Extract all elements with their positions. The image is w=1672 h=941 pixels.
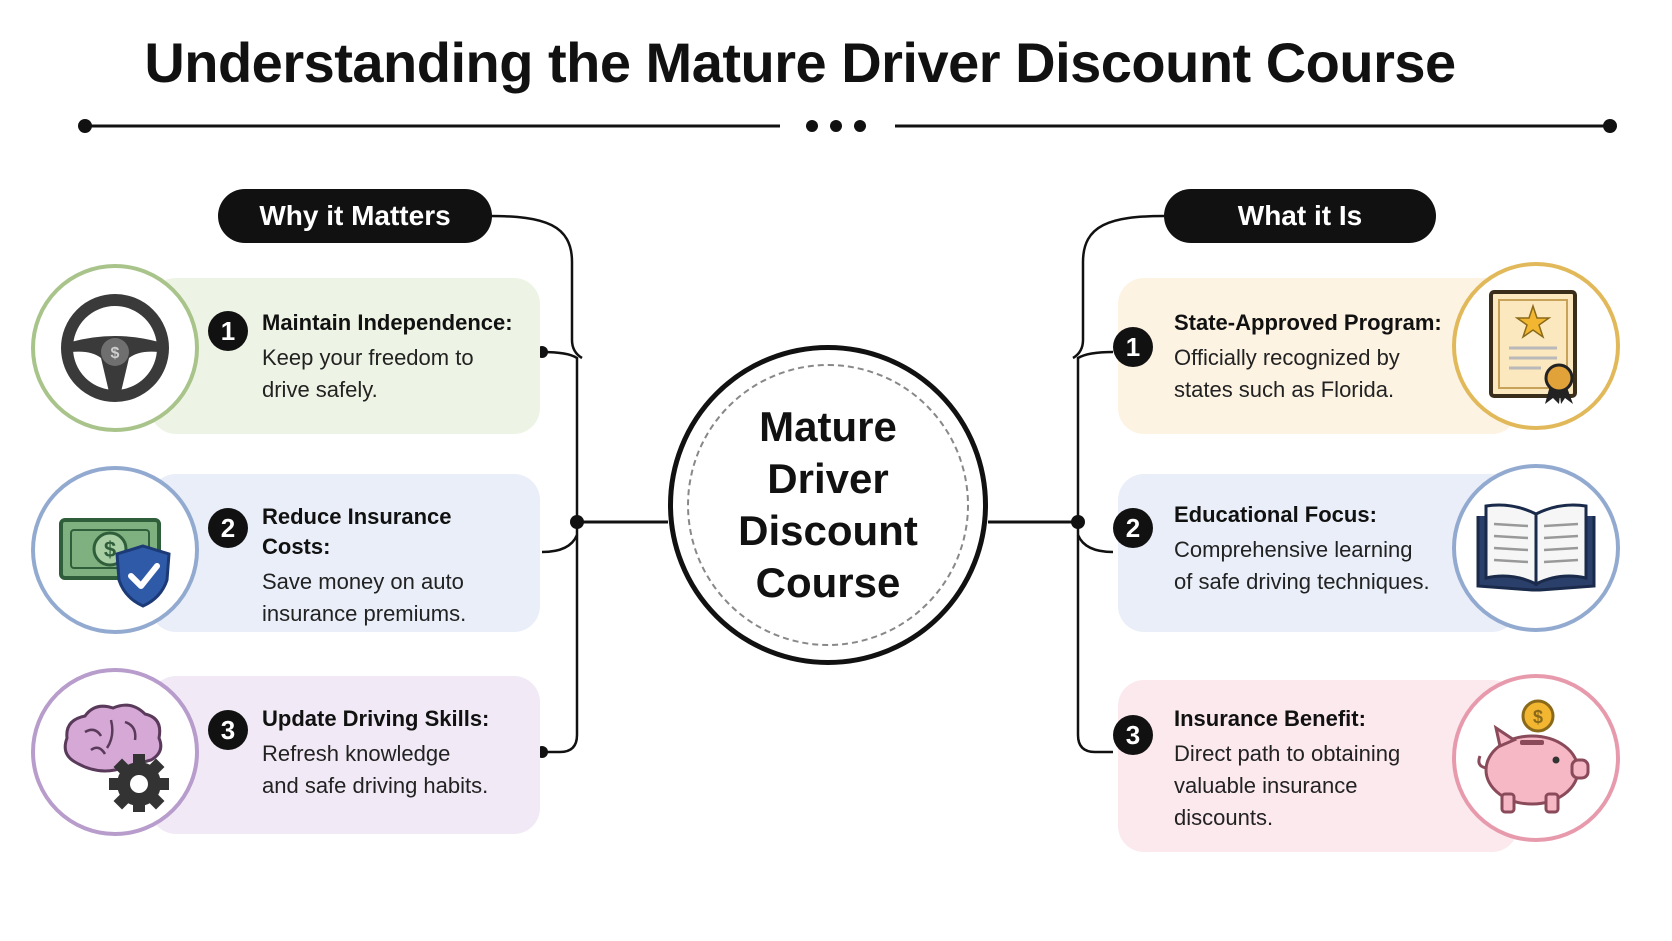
page-title: Understanding the Mature Driver Discount… [144, 31, 1456, 94]
right-card-2-description: Comprehensive learning of safe driving t… [1174, 537, 1430, 594]
left-card-2-title: Reduce Insurance Costs: [262, 504, 452, 559]
steering-wheel-icon: $ [31, 264, 199, 432]
certificate-icon [1452, 262, 1620, 430]
center-topic-circle: Mature Driver Discount Course [668, 345, 988, 665]
left-number-3: 3 [208, 710, 248, 750]
svg-text:$: $ [111, 345, 120, 362]
right-card-3: Insurance Benefit: Direct path to obtain… [1118, 680, 1518, 852]
left-card-2: Reduce Insurance Costs: Save money on au… [150, 474, 540, 632]
money-shield-icon: $ [31, 466, 199, 634]
right-card-3-title: Insurance Benefit: [1174, 706, 1366, 731]
right-card-2: Educational Focus: Comprehensive learnin… [1118, 474, 1518, 632]
brain-gear-icon [31, 668, 199, 836]
right-number-2: 2 [1113, 508, 1153, 548]
svg-text:$: $ [1533, 707, 1543, 727]
left-card-1-title: Maintain Independence: [262, 310, 513, 335]
left-number-1: 1 [208, 311, 248, 351]
right-card-1: State-Approved Program: Officially recog… [1118, 278, 1518, 434]
what-it-is-heading: What it Is [1164, 189, 1436, 243]
svg-text:$: $ [104, 537, 116, 562]
center-topic-label: Mature Driver Discount Course [738, 403, 918, 606]
left-card-3-description: Refresh knowledge and safe driving habit… [262, 741, 489, 798]
right-card-2-title: Educational Focus: [1174, 502, 1377, 527]
why-it-matters-heading: Why it Matters [218, 189, 492, 243]
left-card-2-description: Save money on auto insurance premiums. [262, 569, 467, 626]
right-card-1-description: Officially recognized by states such as … [1174, 345, 1400, 402]
left-card-1: Maintain Independence: Keep your freedom… [150, 278, 540, 434]
right-number-1: 1 [1113, 327, 1153, 367]
left-card-1-description: Keep your freedom to drive safely. [262, 345, 474, 402]
right-number-3: 3 [1113, 715, 1153, 755]
open-book-icon [1452, 464, 1620, 632]
left-number-2: 2 [208, 508, 248, 548]
right-card-1-title: State-Approved Program: [1174, 310, 1442, 335]
right-card-3-description: Direct path to obtaining valuable insura… [1174, 741, 1401, 830]
piggy-bank-icon: $ [1452, 674, 1620, 842]
left-card-3-title: Update Driving Skills: [262, 706, 490, 731]
left-card-3: Update Driving Skills: Refresh knowledge… [150, 676, 540, 834]
